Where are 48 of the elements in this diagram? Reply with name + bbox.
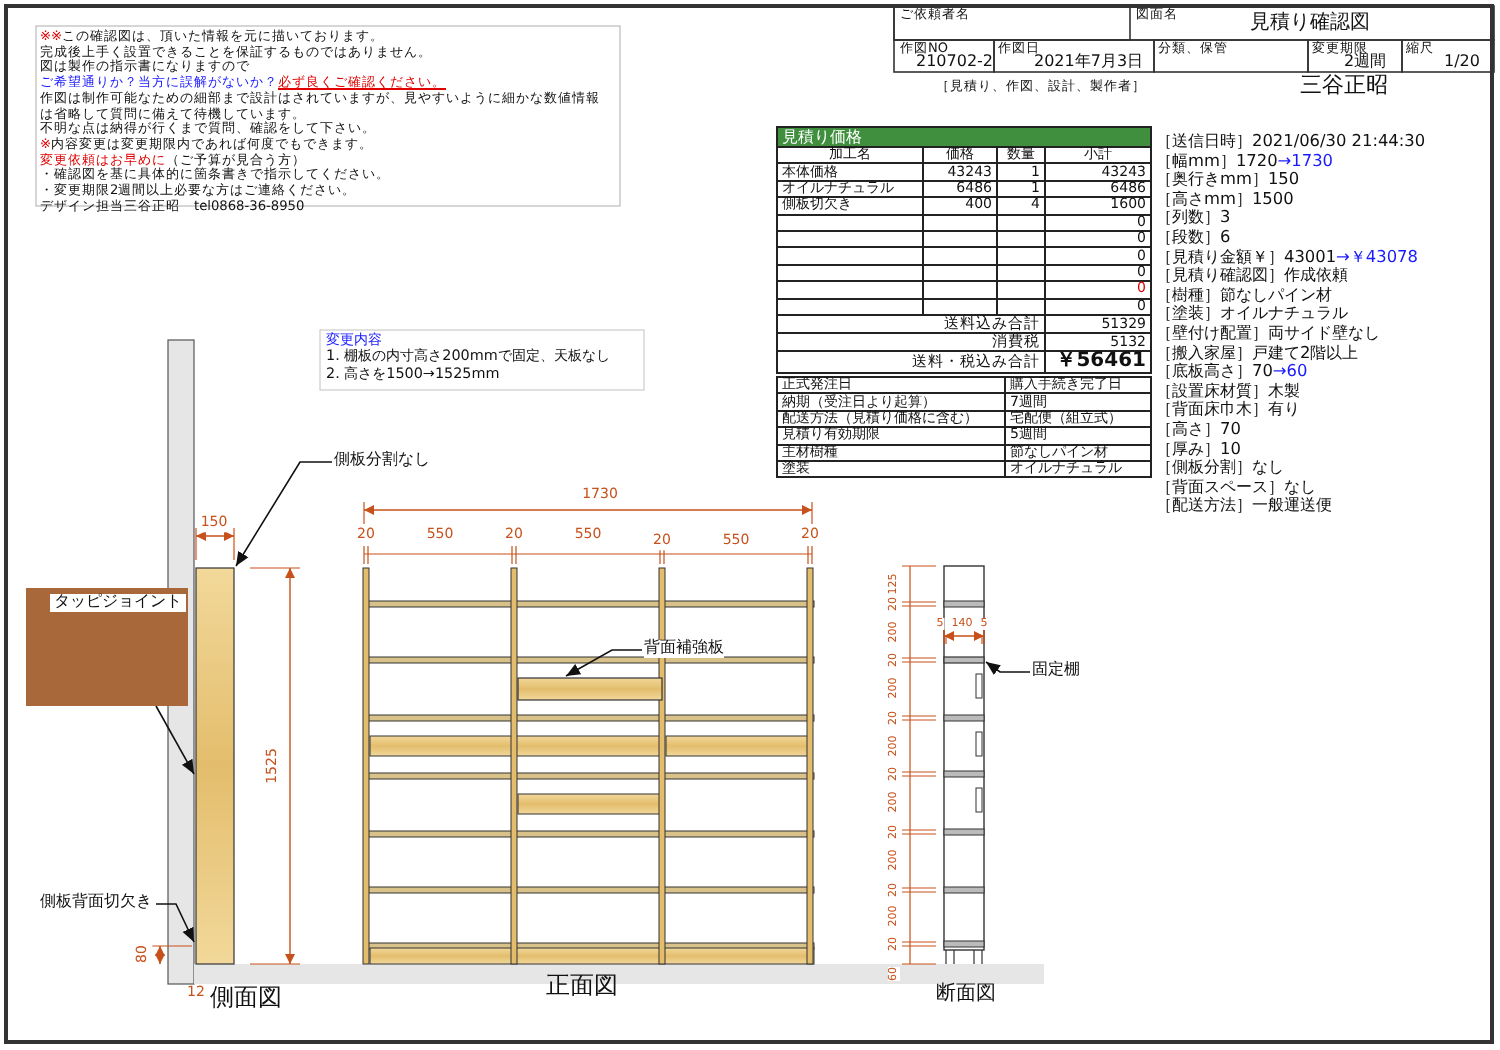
spec-line: →￥43078: [1336, 245, 1418, 266]
spec-line: ［幅mm］1720: [1156, 149, 1278, 170]
spec-line: ［見積り確認図］作成依頼: [1156, 264, 1348, 285]
spec-line: ［厚み］10: [1156, 437, 1241, 457]
spec-line: ［配送方法］一般運送便: [1156, 494, 1332, 515]
leader-line: [155, 903, 195, 943]
field-value: 2021年7月3日: [1034, 54, 1144, 72]
photo-panel: [26, 588, 188, 706]
leader-line: [985, 661, 1031, 675]
spec-line: →1730: [1277, 149, 1333, 170]
view-title: 側面図: [210, 984, 282, 1012]
table-cell: 見積り価格: [776, 126, 1152, 148]
spec-line: ［背面床巾木］有り: [1156, 398, 1300, 419]
spec-line: ［送信日時］2021/06/30 21:44:30: [1156, 130, 1426, 150]
view-title: 断面図: [936, 983, 996, 1005]
spec-line: ［奥行きmm］150: [1156, 168, 1300, 189]
leader-line: [235, 461, 333, 567]
reinforcement-board: [517, 677, 663, 701]
field-value: 2週間: [1344, 54, 1387, 72]
spec-line: →60: [1272, 360, 1308, 381]
spec-line: ［見積り金額￥］43001: [1156, 245, 1337, 266]
spec-line: ［塗装］オイルナチュラル: [1156, 302, 1348, 323]
view-title: 正面図: [546, 972, 618, 1000]
side-panel: [195, 567, 235, 965]
leader-line: [155, 705, 195, 775]
spec-line: ［背面スペース］なし: [1156, 475, 1316, 496]
spec-line: ［壁付け配置］両サイド壁なし: [1156, 321, 1380, 342]
fixed-shelf: [943, 656, 985, 664]
table-cell: ￥56461: [1044, 350, 1152, 374]
callout-label: 固定棚: [1032, 662, 1080, 680]
drawing-title: 見積り確認図: [1250, 12, 1370, 34]
field-value: 210702-2: [916, 54, 994, 72]
callout-label: 側板背面切欠き: [40, 894, 152, 912]
spec-line: ［設置床材質］木製: [1156, 379, 1300, 400]
leader-line: [565, 649, 643, 677]
callout-label: 背面補強板: [644, 640, 724, 658]
photo-caption: タッピジョイント: [50, 594, 186, 612]
spec-line: ［高さ］70: [1156, 417, 1241, 438]
spec-line: ［高さmm］1500: [1156, 187, 1294, 208]
spec-line: ［列数］3: [1156, 206, 1231, 227]
spec-line: ［段数］6: [1156, 225, 1231, 246]
field-value: 1/20: [1444, 54, 1480, 72]
author-name: 三谷正昭: [1300, 74, 1388, 99]
spec-line: ［搬入家屋］戸建て2階以上: [1156, 341, 1359, 362]
spec-line: ［樹種］節なしパイン材: [1156, 283, 1332, 304]
spec-line: ［底板高さ］70: [1156, 360, 1273, 381]
callout-label: 側板分割なし: [334, 452, 430, 470]
spec-line: ［側板分割］なし: [1156, 456, 1284, 477]
